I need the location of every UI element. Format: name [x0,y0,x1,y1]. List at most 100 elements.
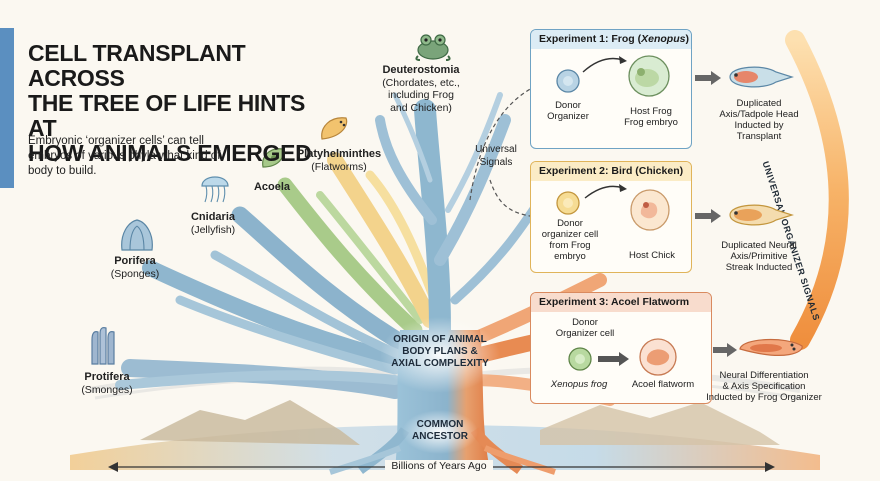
taxon-name: Porifera [114,255,156,267]
flatworm-icon [321,117,348,140]
experiment-3-panel: Experiment 3: Acoel Flatworm Donor Organ… [530,292,712,404]
exp2-donor-line: Donor [557,218,583,229]
taxon-protifera: Protifera (Smonges) [70,371,144,396]
sponge-icon [121,219,153,251]
ancestor-line: ANCESTOR [412,431,468,442]
exp3-result-label: Neural Differentiation & Axis Specificat… [704,370,824,403]
subtitle: Embryonic ‘organizer cells’ can tell emb… [28,134,221,177]
arrow-icon [598,352,629,366]
exp1-host-line: Host Frog [630,106,672,117]
origin-line: ORIGIN OF ANIMAL [393,334,487,345]
signals-line: Universal [475,144,517,155]
exp2-result-line: Streak Inducted [725,262,793,273]
exp1-result-line: Transplant [736,131,782,142]
experiment-2-title: Experiment 2: Bird (Chicken) [531,162,691,181]
exp3-result-line: Inducted by Frog Organizer [706,392,822,403]
chick-embryo-icon [630,189,670,231]
exp2-result-line: Duplicated Neural [721,240,797,251]
taxon-detail: (Chordates, etc., including Frog and Chi… [382,76,460,114]
arrow-icon [713,343,737,357]
embryo-icon [628,55,670,97]
experiment-1-panel: Experiment 1: Frog (Xenopus) Donor Organ… [530,29,692,149]
acoel-embryo-icon [639,338,677,376]
donor-cell-icon [556,69,580,93]
universal-signals-label: Universal Signals [466,144,526,169]
taxon-detail: (Sponges) [110,267,160,280]
exp3-result-line: Neural Differentiation [719,370,809,381]
exp2-donor-line: organizer cell [541,229,599,240]
exp1-result-line: Inducted by [734,120,784,131]
exp1-host-line: Frog embryo [624,117,678,128]
taxon-name: Acoela [253,181,291,193]
arrow-icon [695,71,721,85]
flatworm-result-icon [739,338,803,356]
exp3-donor-label: Donor Organizer cell [547,317,623,339]
exp1-host-label: Host Frog Frog embryo [615,106,687,128]
exp1-title-italic: Xenopus [641,33,686,45]
exp1-result-line: Duplicated [736,98,782,109]
taxon-name: Deuterostomia [382,64,460,76]
exp2-host-line: Host Chick [629,250,675,261]
exp2-result-label: Duplicated Neural Axis/Primitive Streak … [712,240,806,273]
donor-cell-icon [568,347,592,371]
taxon-detail: (Smonges) [81,383,133,396]
title-line: HOW ANIMALS EMERGED [28,140,312,167]
acoel-icon [262,148,284,168]
experiment-2-panel: Experiment 2: Bird (Chicken) Donor organ… [530,161,692,273]
title-line: CELL TRANSPLANT ACROSS [28,40,246,92]
exp2-donor-label: Donor organizer cell from Frog embryo [537,218,603,262]
title-accent-bar [0,28,14,188]
arrow-icon [695,209,721,223]
exp3-donor-line: Organizer cell [555,328,615,339]
signals-line: Signals [479,156,513,168]
duplicated-axis-icon [729,204,794,226]
taxon-name: Cnidaria [190,211,235,223]
taxon-porifera: Porifera (Sponges) [100,255,170,280]
side-banner-arc [785,30,849,350]
tadpole-icon [729,66,794,88]
taxon-acoela: Acoela [242,181,302,194]
origin-line: BODY PLANS & [402,346,478,357]
tree-trunk [329,317,556,475]
donor-cell-icon [556,191,580,215]
exp1-title-suffix: ) [685,33,689,45]
taxon-platyhelminthes: Platyhelminthes (Flatworms) [284,148,394,173]
taxon-cnidaria: Cnidaria (Jellyfish) [178,211,248,236]
taxon-detail: (Jellyfish) [190,223,236,236]
exp3-donor-line: Donor [572,317,598,328]
exp1-result-line: Axis/Tadpole Head [719,109,799,120]
taxon-detail: (Flatworms) [311,160,367,173]
exp2-result-line: Axis/Primitive [730,251,788,262]
taxon-name: Protifera [84,371,130,383]
taxon-deuterostomia: Deuterostomia (Chordates, etc., includin… [366,64,476,114]
arrow-icon [584,184,627,199]
common-ancestor-label: COMMON ANCESTOR [400,419,480,443]
experiment-3-title: Experiment 3: Acoel Flatworm [531,293,711,312]
title-line: THE TREE OF LIFE HINTS AT [28,90,306,142]
exp1-donor-line: Organizer [547,111,589,122]
time-axis-label: Billions of Years Ago [385,460,493,472]
exp1-donor-label: Donor Organizer [539,100,597,122]
exp3-host-line: Acoel flatworm [631,379,695,390]
exp1-result-label: Duplicated Axis/Tadpole Head Inducted by… [712,98,806,142]
exp3-source-label: Xenopus frog [550,379,608,390]
ancestor-line: COMMON [416,419,464,430]
protifera-icon [91,327,115,365]
exp3-host-label: Acoel flatworm [625,379,701,390]
jellyfish-icon [201,176,229,203]
exp1-title-prefix: Experiment 1: Frog ( [539,33,642,45]
origin-line: AXIAL COMPLEXITY [391,358,489,369]
origin-label: ORIGIN OF ANIMAL BODY PLANS & AXIAL COMP… [385,334,495,370]
exp3-result-line: & Axis Specification [722,381,806,392]
exp1-donor-line: Donor [555,100,581,111]
frog-icon [415,34,451,61]
experiment-1-title: Experiment 1: Frog (Xenopus) [531,30,691,49]
page-title: CELL TRANSPLANT ACROSS THE TREE OF LIFE … [28,41,328,166]
exp2-host-label: Host Chick [619,250,685,261]
exp2-donor-line: from Frog [549,240,591,251]
arrow-icon [582,56,627,73]
taxon-name: Platyhelminthes [296,148,382,160]
exp2-donor-line: embryo [554,251,586,262]
